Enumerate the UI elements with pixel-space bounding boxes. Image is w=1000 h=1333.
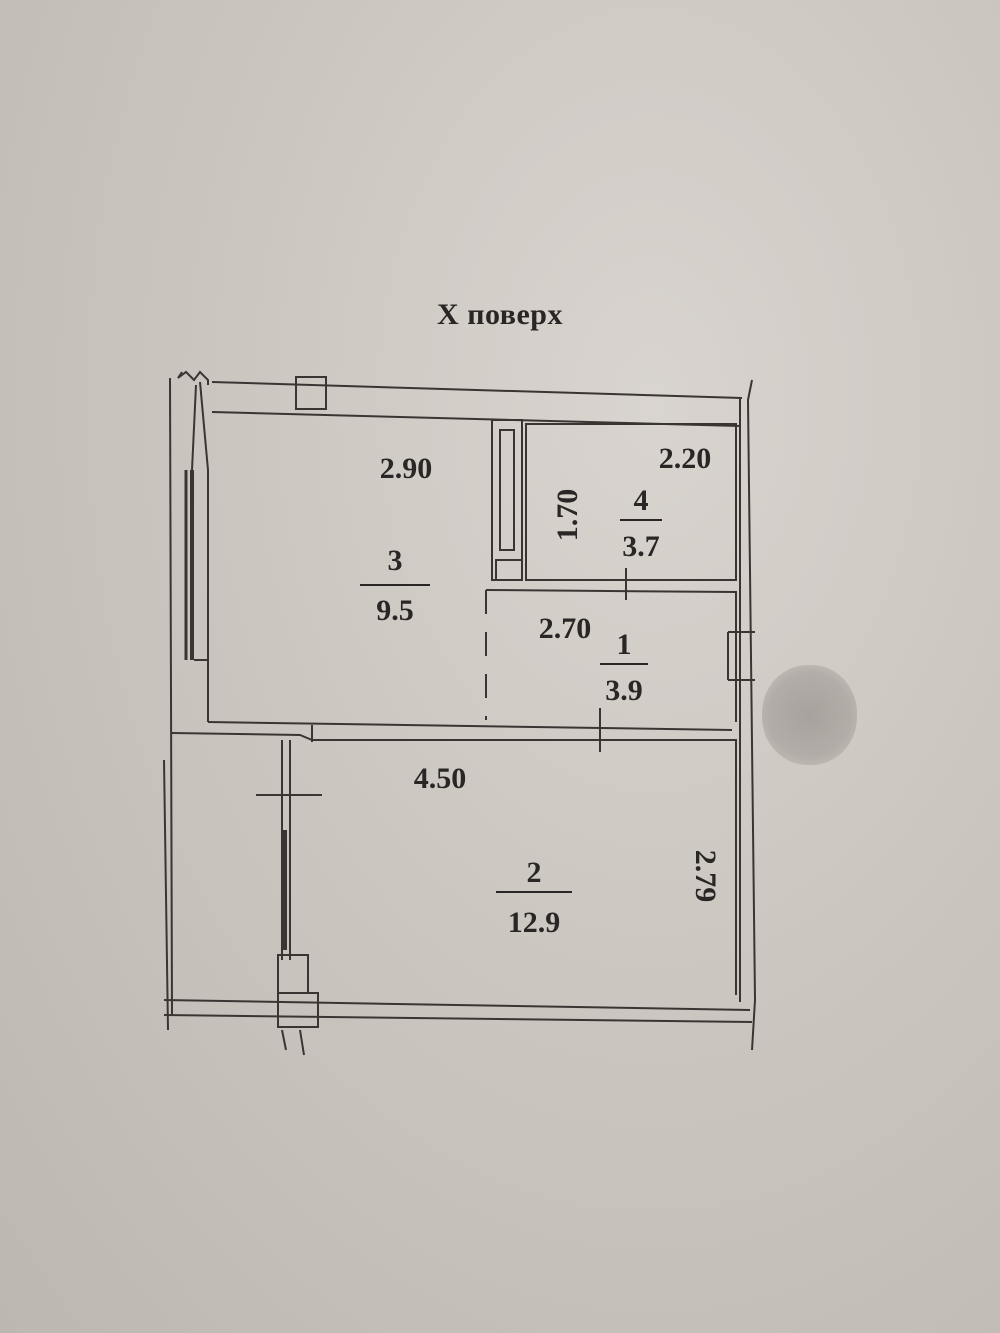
blurred-mark bbox=[762, 665, 857, 765]
room3-notch bbox=[194, 659, 209, 722]
wall-column-top bbox=[295, 376, 327, 410]
room4-dimension-horizontal: 2.20 bbox=[659, 442, 712, 475]
bathtub bbox=[491, 419, 523, 581]
outer-wall-bottom-inner bbox=[163, 1014, 753, 1023]
room2-area: 12.9 bbox=[508, 906, 561, 939]
wall-column-bottom bbox=[277, 954, 309, 994]
floor-title: Х поверх bbox=[437, 298, 563, 331]
left-wall-inner-line bbox=[191, 384, 197, 471]
wall-break-top-left bbox=[177, 370, 209, 385]
room4-area: 3.7 bbox=[622, 530, 660, 563]
room2-number: 2 bbox=[527, 856, 542, 889]
wall-room3-room2 bbox=[207, 721, 733, 731]
room4-walls bbox=[525, 423, 737, 581]
outer-wall-bottom bbox=[163, 999, 751, 1011]
room1-dimension: 2.70 bbox=[539, 612, 592, 645]
balcony-left-wall bbox=[163, 759, 169, 1031]
wall-break-bottom bbox=[281, 1029, 305, 1056]
outer-wall-top bbox=[211, 381, 743, 399]
room4-number: 4 bbox=[634, 484, 649, 517]
outer-wall-right-outer bbox=[746, 379, 757, 1051]
room3-area: 9.5 bbox=[376, 594, 414, 627]
room2-dimension-horizontal: 4.50 bbox=[414, 762, 467, 795]
room2-dimension-vertical: 2.79 bbox=[689, 850, 722, 903]
window-right-room1 bbox=[728, 631, 755, 681]
room1-walls bbox=[485, 589, 737, 722]
outer-wall-left bbox=[169, 377, 173, 1016]
bathtub-inner bbox=[499, 429, 515, 551]
room3-dimension: 2.90 bbox=[380, 452, 433, 485]
bathtub-fixture bbox=[495, 559, 523, 581]
room1-number: 1 bbox=[617, 628, 632, 661]
room4-dimension-vertical: 1.70 bbox=[551, 489, 584, 542]
room1-area: 3.9 bbox=[605, 674, 643, 707]
inner-wall-left-room3 bbox=[199, 381, 209, 660]
wall-balcony-top bbox=[171, 732, 313, 741]
wall-column-bottom-2 bbox=[277, 992, 319, 1028]
room2-walls bbox=[312, 739, 737, 995]
room3-number: 3 bbox=[388, 544, 403, 577]
